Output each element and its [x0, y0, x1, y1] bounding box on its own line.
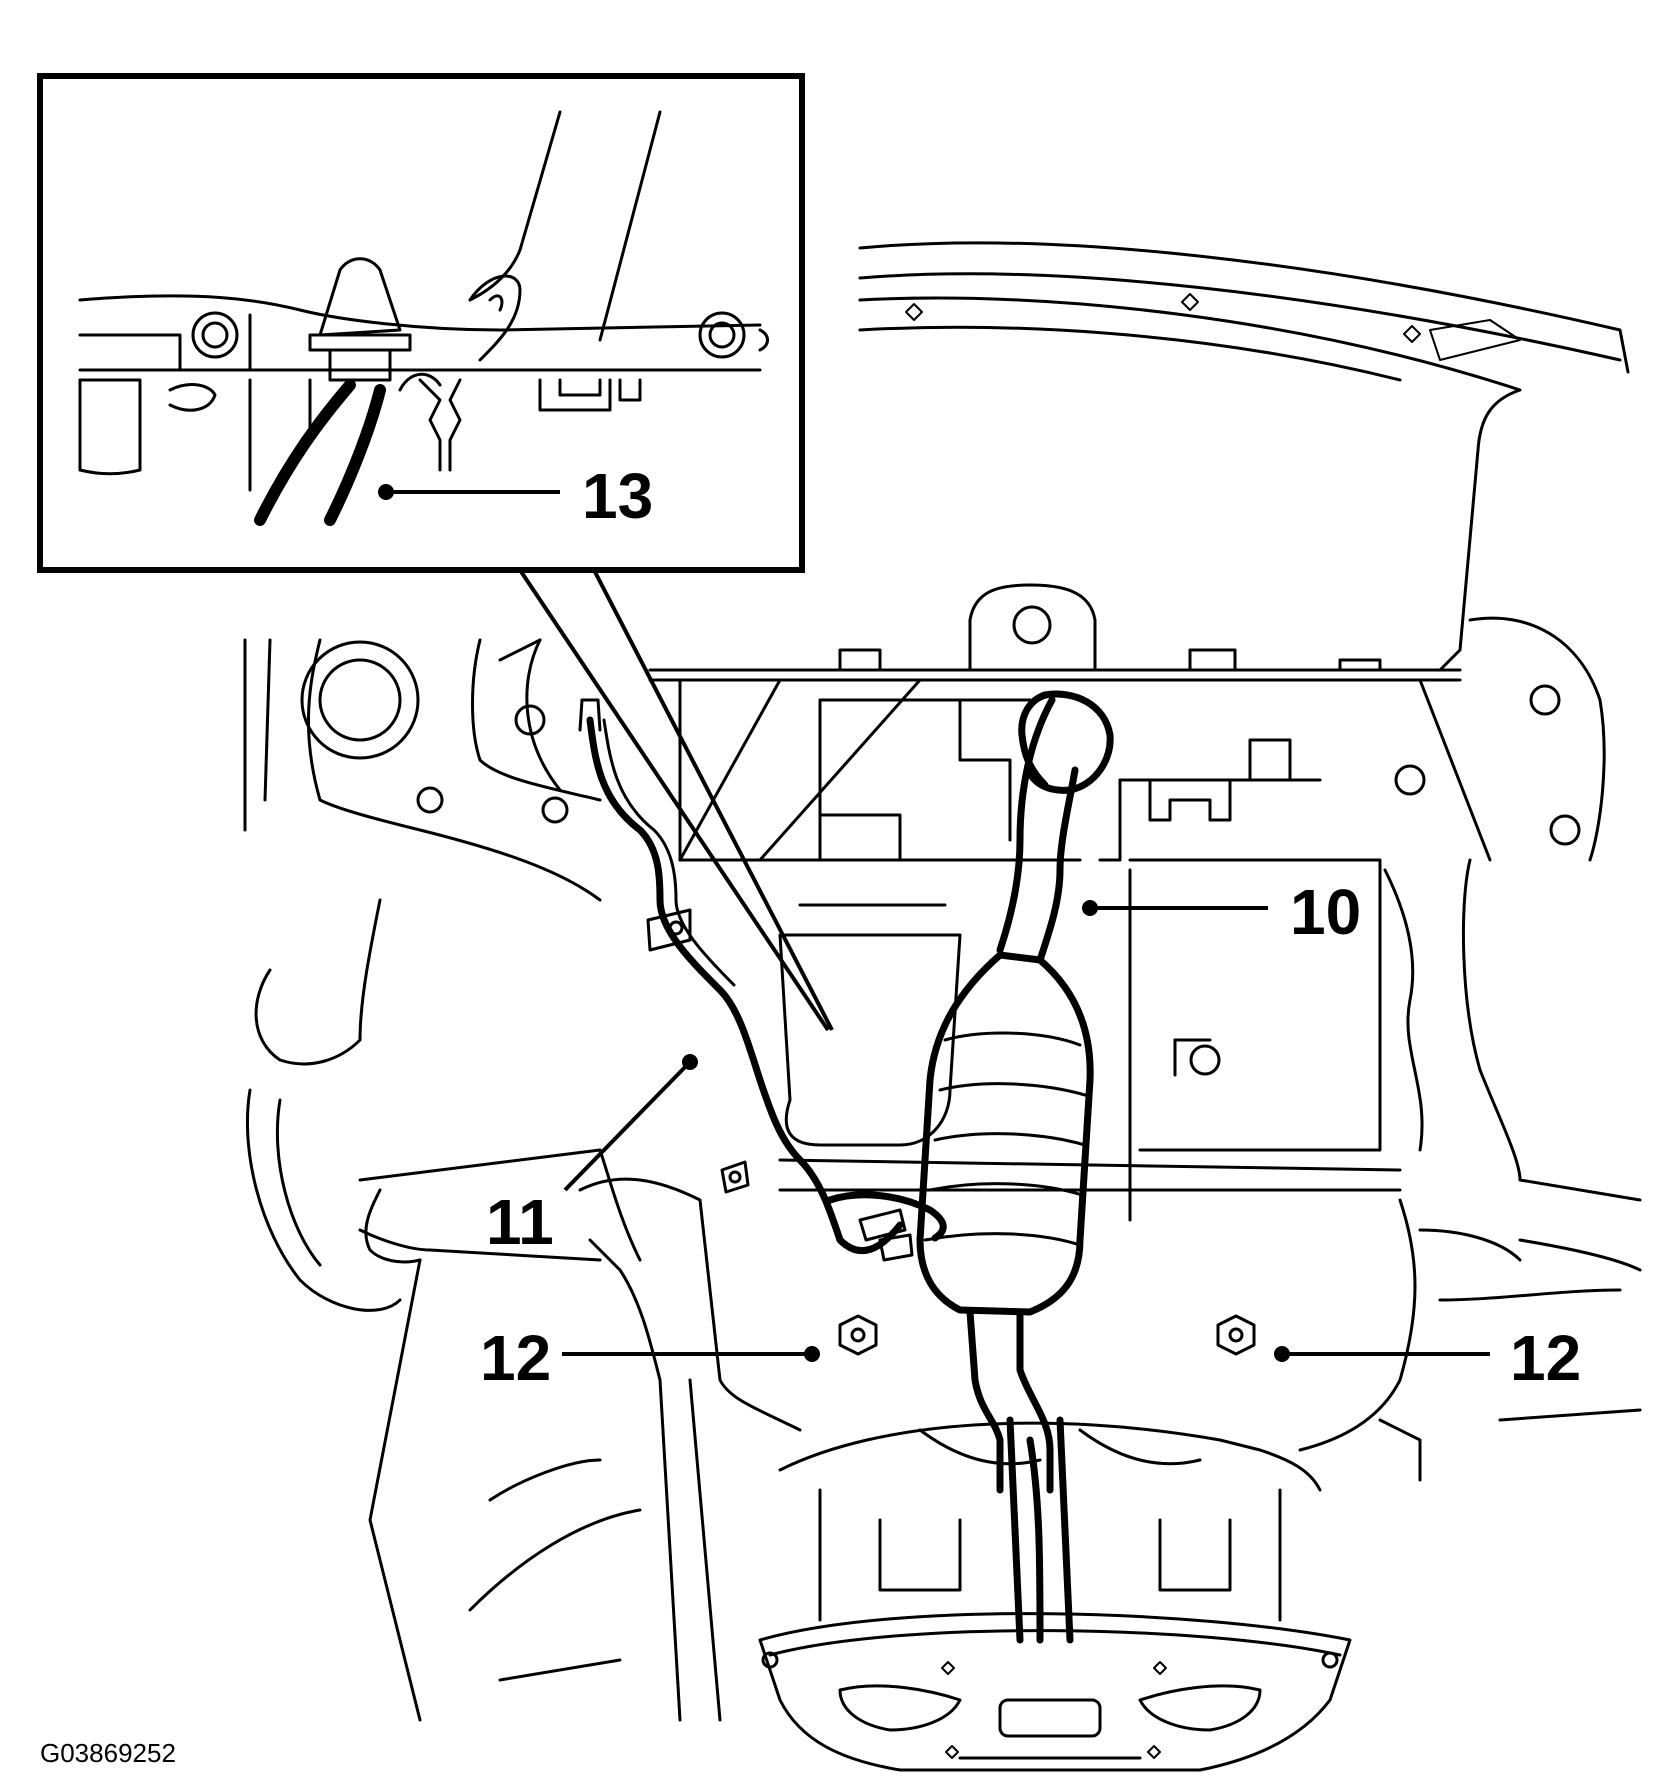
nut-left-icon	[838, 1314, 878, 1356]
callout-labels: 13 10 11 12 12	[480, 460, 1581, 1394]
floor-pan	[858, 241, 1630, 672]
callout-10: 10	[1290, 876, 1361, 948]
callout-13: 13	[582, 460, 653, 532]
engine-block	[648, 583, 1462, 1222]
exhaust-catalytic-converter	[916, 690, 1114, 1644]
leader-lines	[378, 484, 1490, 1362]
callout-12-left: 12	[480, 1322, 551, 1394]
figure-id: G03869252	[40, 1738, 176, 1768]
oxygen-sensor-wiring	[578, 698, 947, 1262]
callout-12-right: 12	[1510, 1322, 1581, 1394]
subframe	[243, 616, 1642, 1772]
subframe-nuts	[838, 1314, 1256, 1356]
nut-right-icon	[1216, 1314, 1256, 1356]
callout-11: 11	[486, 1186, 554, 1258]
detail-inset	[37, 73, 834, 1032]
